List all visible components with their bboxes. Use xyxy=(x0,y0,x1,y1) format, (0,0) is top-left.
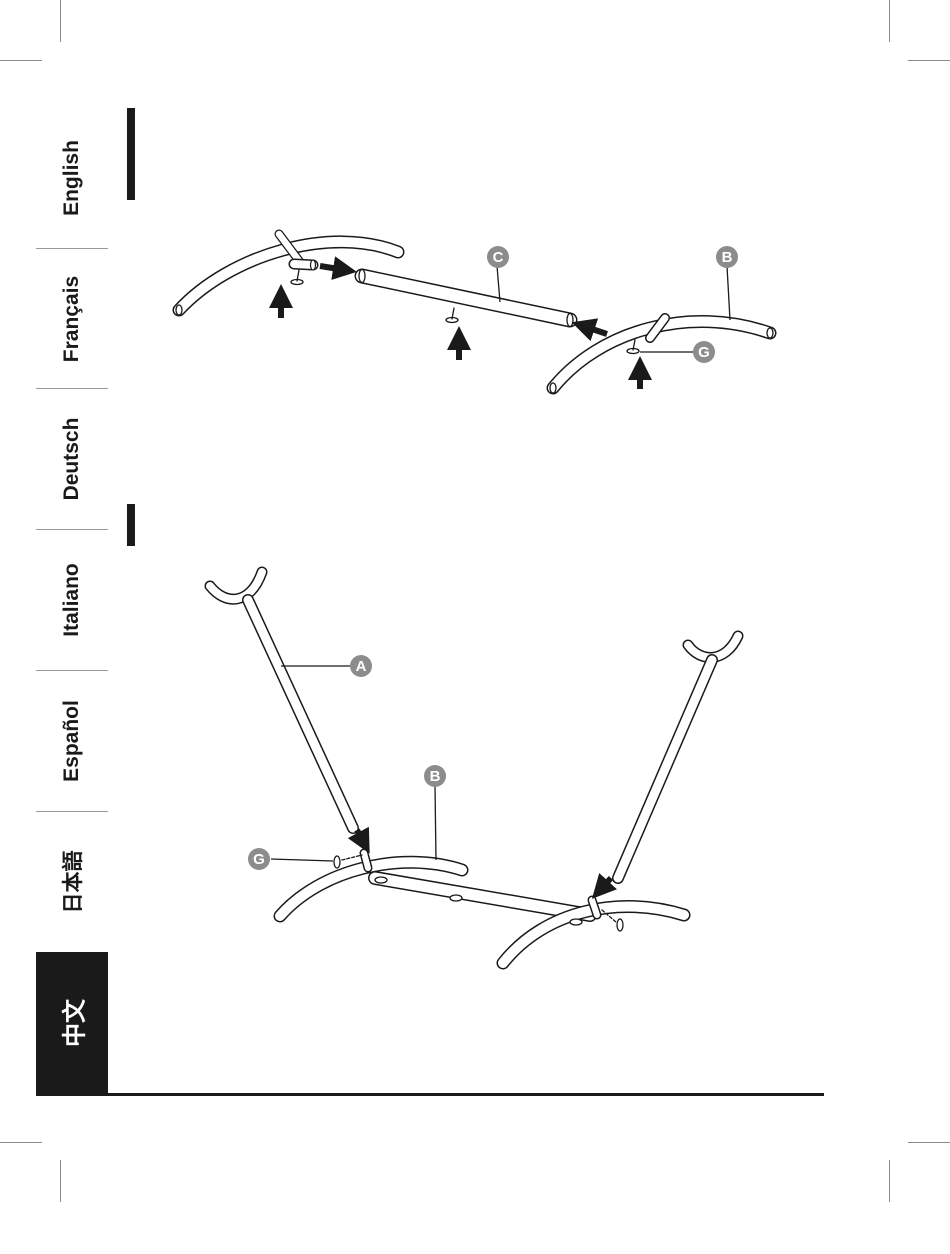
insert-arrow xyxy=(583,326,607,334)
callout-g: G xyxy=(248,848,270,870)
foot-pad xyxy=(375,877,387,883)
figure-2-assembled-stand xyxy=(210,572,738,963)
callout-c: C xyxy=(487,246,509,268)
upright-a-left xyxy=(210,572,353,828)
leader-line xyxy=(435,786,436,860)
callout-label: C xyxy=(493,249,504,266)
upright-right xyxy=(618,636,738,878)
bolt-g xyxy=(291,270,303,285)
leader-line xyxy=(727,266,730,320)
callout-label: G xyxy=(698,344,710,361)
callout-g: G xyxy=(693,341,715,363)
bolt-g xyxy=(334,856,340,868)
callout-label: B xyxy=(722,249,733,266)
callout-a: A xyxy=(350,655,372,677)
insert-arrow xyxy=(320,266,345,270)
center-tube xyxy=(375,878,590,915)
bolt-g xyxy=(446,308,458,323)
center-tube-c xyxy=(359,270,573,327)
insert-arrow xyxy=(600,878,611,890)
callout-label: G xyxy=(253,851,265,868)
figure-1-arrows xyxy=(281,266,640,389)
bolt-g xyxy=(617,919,623,931)
foot-pad xyxy=(450,895,462,901)
figure-1-exploded-base xyxy=(176,234,773,393)
bolt-g xyxy=(627,340,639,354)
callout-b: B xyxy=(424,765,446,787)
callout-label: B xyxy=(430,768,441,785)
callout-label: A xyxy=(356,658,367,675)
leader-line xyxy=(497,266,500,302)
foot-pad xyxy=(570,919,582,925)
callout-b: B xyxy=(716,246,738,268)
insert-arrow xyxy=(357,830,364,843)
leader-line xyxy=(271,859,333,861)
